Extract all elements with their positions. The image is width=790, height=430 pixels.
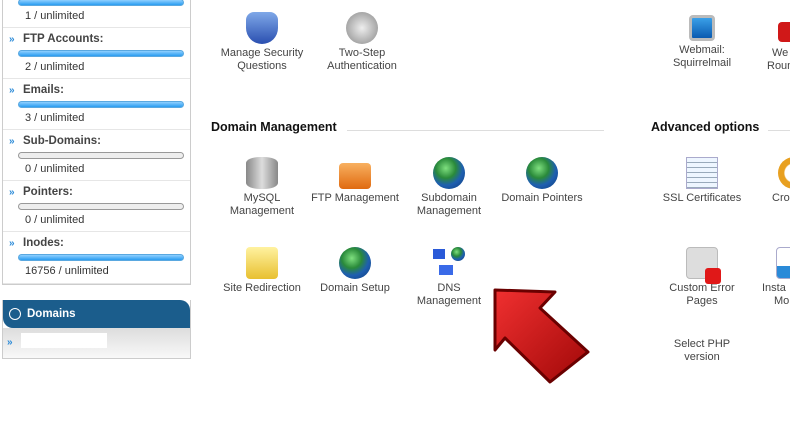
- domains-title: Domains: [27, 308, 76, 320]
- certificate-icon: [686, 157, 718, 189]
- dns-management[interactable]: DNS Management: [404, 247, 494, 308]
- item-label: Insta: [762, 282, 786, 294]
- divider: [768, 130, 790, 131]
- item-label: MySQL Management: [229, 192, 295, 217]
- network-globe-icon: [433, 247, 465, 279]
- item-label: Select PHP version: [673, 338, 731, 363]
- domain-setup[interactable]: Domain Setup: [310, 247, 400, 295]
- globes-icon: [433, 157, 465, 189]
- domain-pointers[interactable]: Domain Pointers: [497, 157, 587, 205]
- redacted-domain: [21, 333, 107, 348]
- item-label: Mo: [774, 295, 790, 307]
- stat-value: 1 / unlimited: [25, 10, 85, 22]
- advanced-options-heading: Advanced options: [651, 120, 760, 134]
- usage-bar: [18, 0, 184, 6]
- stat-emails: » Emails: 3 / unlimited: [3, 79, 190, 130]
- stat-row: 1 / unlimited: [3, 0, 190, 28]
- account-stats-panel: 1 / unlimited » FTP Accounts: 2 / unlimi…: [2, 0, 191, 285]
- webmail-squirrelmail[interactable]: Webmail: Squirrelmail: [660, 12, 744, 70]
- stat-label[interactable]: Inodes:: [23, 237, 64, 249]
- error-page-icon: [686, 247, 721, 284]
- stat-value: 3 / unlimited: [25, 112, 85, 124]
- site-redirection[interactable]: Site Redirection: [217, 247, 307, 295]
- item-label: DNS Management: [416, 282, 482, 307]
- usage-bar: [18, 152, 184, 159]
- usage-bar: [18, 203, 184, 210]
- item-label: Domain Setup: [320, 282, 390, 294]
- clock-icon: [778, 157, 790, 189]
- subdomain-management[interactable]: Subdomain Management: [404, 157, 494, 218]
- usage-bar: [18, 101, 184, 108]
- custom-error-pages[interactable]: Custom Error Pages: [660, 247, 744, 308]
- webmail-roundcube[interactable]: We Roun: [764, 12, 790, 73]
- item-label: Roun: [767, 60, 790, 72]
- item-label: Two-Step Authentication: [327, 47, 397, 72]
- domain-list-item[interactable]: »: [3, 328, 190, 358]
- ssl-certificates[interactable]: SSL Certificates: [656, 157, 748, 205]
- domains-panel: Domains »: [2, 300, 191, 359]
- monitor-mail-icon: [689, 15, 715, 41]
- stat-label[interactable]: Sub-Domains:: [23, 135, 101, 147]
- globe-gear-icon: [339, 247, 371, 279]
- stat-value: 16756 / unlimited: [25, 265, 109, 277]
- stat-value: 0 / unlimited: [25, 163, 85, 175]
- two-step-authentication[interactable]: Two-Step Authentication: [314, 12, 410, 73]
- item-label: We: [772, 47, 789, 59]
- domains-header[interactable]: Domains: [3, 300, 190, 328]
- item-label: Cro: [772, 192, 790, 204]
- database-icon: [246, 157, 278, 189]
- domain-management-heading: Domain Management: [211, 120, 337, 134]
- folder-globe-icon: [246, 247, 278, 279]
- item-label: Manage Security Questions: [220, 47, 304, 72]
- item-label: Custom Error Pages: [669, 282, 735, 307]
- item-label: Subdomain Management: [416, 192, 482, 217]
- manage-security-questions[interactable]: Manage Security Questions: [214, 12, 310, 73]
- chevron-right-icon: »: [9, 136, 15, 147]
- divider: [347, 130, 604, 131]
- red-arrow-pointer-icon: [493, 288, 590, 384]
- webmail-icon: [778, 22, 790, 42]
- chevron-right-icon: »: [7, 337, 13, 348]
- item-label: SSL Certificates: [662, 192, 742, 204]
- stat-inodes: » Inodes: 16756 / unlimited: [3, 232, 190, 284]
- stat-label[interactable]: Emails:: [23, 84, 64, 96]
- shield-question-icon: [246, 12, 278, 44]
- item-label: Domain Pointers: [501, 192, 583, 204]
- usage-bar: [18, 50, 184, 57]
- flask-icon: [776, 247, 790, 279]
- item-label: Site Redirection: [223, 282, 301, 294]
- stat-label[interactable]: FTP Accounts:: [23, 33, 104, 45]
- circle-arrow-icon: [9, 308, 21, 320]
- folder-shield-icon: [339, 163, 371, 189]
- chevron-right-icon: »: [9, 238, 15, 249]
- chevron-right-icon: »: [9, 85, 15, 96]
- stat-pointers: » Pointers: 0 / unlimited: [3, 181, 190, 232]
- item-label: Webmail: Squirrelmail: [672, 44, 732, 69]
- ftp-management[interactable]: FTP Management: [310, 157, 400, 205]
- mysql-management[interactable]: MySQL Management: [217, 157, 307, 218]
- safe-dial-icon: [346, 12, 378, 44]
- chevron-right-icon: »: [9, 34, 15, 45]
- stat-ftp-accounts: » FTP Accounts: 2 / unlimited: [3, 28, 190, 79]
- stat-value: 2 / unlimited: [25, 61, 85, 73]
- item-label: FTP Management: [311, 192, 399, 204]
- install-modules[interactable]: Insta Mo: [762, 247, 790, 308]
- chevron-right-icon: »: [9, 187, 15, 198]
- usage-bar: [18, 254, 184, 261]
- cron-jobs[interactable]: Cro: [772, 157, 790, 205]
- select-php-version[interactable]: Select PHP version: [660, 338, 744, 364]
- globe-arrow-icon: [526, 157, 558, 189]
- stat-sub-domains: » Sub-Domains: 0 / unlimited: [3, 130, 190, 181]
- stat-label[interactable]: Pointers:: [23, 186, 73, 198]
- stat-value: 0 / unlimited: [25, 214, 85, 226]
